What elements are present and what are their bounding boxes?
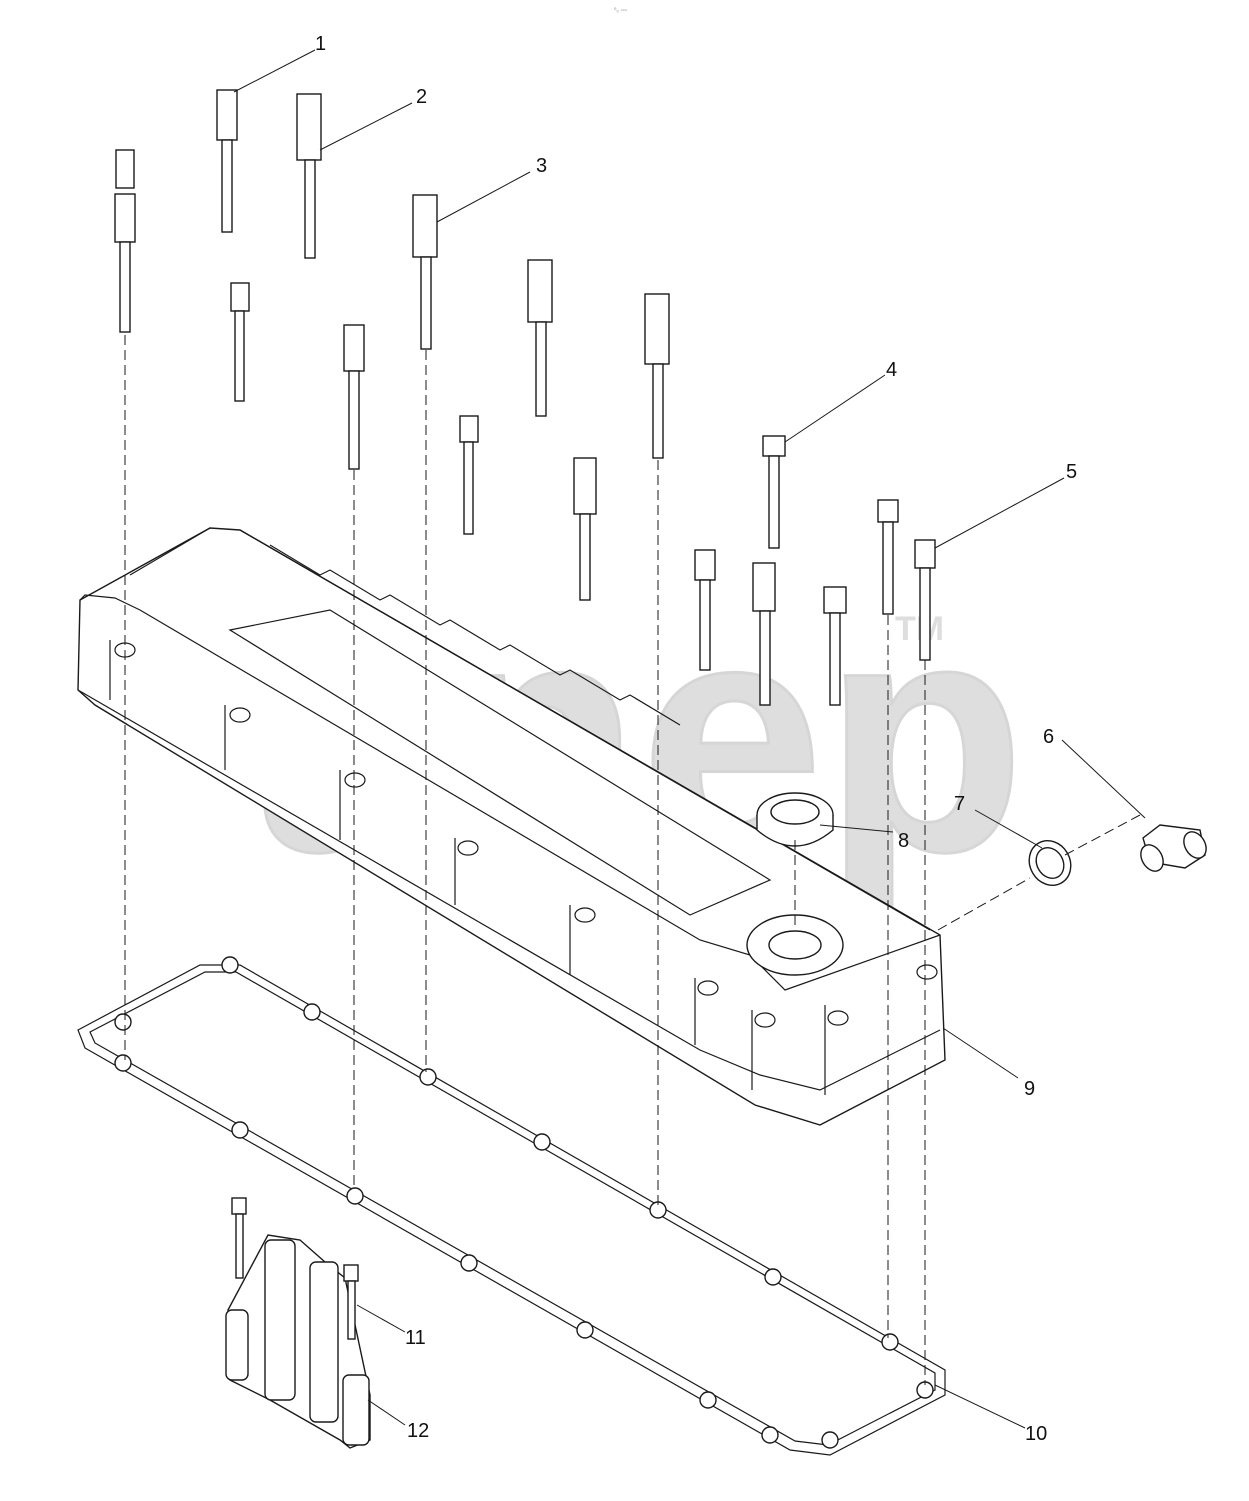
bracket	[225, 1234, 371, 1449]
alignment-lines	[124, 335, 1141, 1385]
callout-4: 4	[886, 359, 897, 381]
callout-6: 6	[1043, 726, 1054, 748]
callout-7: 7	[954, 793, 965, 815]
callout-8: 8	[898, 830, 909, 852]
flange-bolt-11	[231, 1197, 359, 1340]
leader-lines	[233, 49, 1146, 1429]
sealing-ring	[1028, 840, 1072, 886]
bolts	[114, 89, 936, 706]
top-marker: ⁰₀ ▫▫▫	[614, 7, 627, 14]
callout-10: 10	[1025, 1423, 1047, 1445]
gasket	[77, 956, 946, 1456]
callout-1: 1	[315, 33, 326, 55]
callout-9: 9	[1024, 1078, 1035, 1100]
callout-2: 2	[416, 86, 427, 108]
callouts: 1 2 3 4 5 6 7 8 9 10 11 12	[315, 33, 1077, 1445]
callout-3: 3	[536, 155, 547, 177]
valve-cover	[77, 527, 946, 1126]
callout-11: 11	[405, 1327, 426, 1349]
callout-12: 12	[407, 1420, 429, 1442]
fitting	[1140, 824, 1207, 872]
callout-5: 5	[1066, 461, 1077, 483]
oil-filler-cap	[756, 792, 834, 847]
